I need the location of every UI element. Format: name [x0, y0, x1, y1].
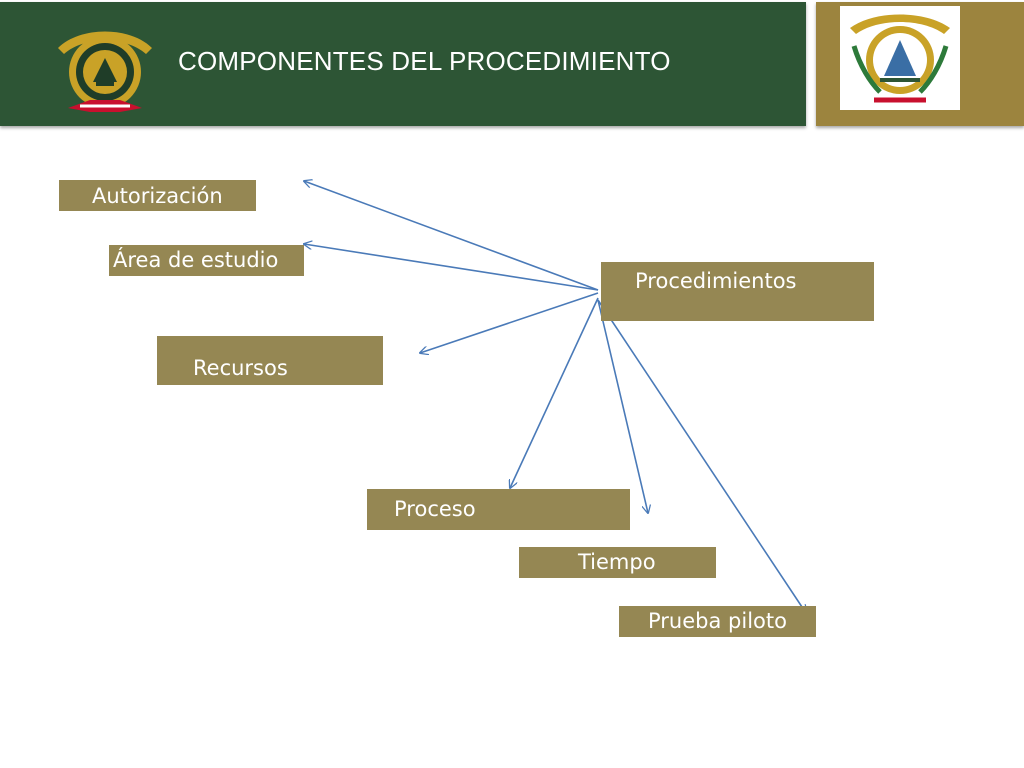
recursos-label: Recursos	[193, 356, 288, 380]
coat-of-arms-icon	[58, 31, 152, 112]
box-procedimientos: Procedimientos	[601, 262, 874, 321]
tiempo-label: Tiempo	[578, 550, 656, 574]
arrow-to-prueba-piloto	[597, 299, 806, 613]
arrow-to-autorizacion	[304, 181, 599, 291]
procedimientos-label: Procedimientos	[635, 269, 797, 293]
box-recursos: Recursos	[157, 336, 383, 385]
proceso-label: Proceso	[394, 497, 476, 521]
header-bar: COMPONENTES DEL PROCEDIMIENTO	[0, 2, 806, 126]
university-seal-icon	[850, 14, 950, 103]
arrow-to-tiempo	[597, 299, 648, 513]
area-de-estudio-label: Área de estudio	[113, 248, 279, 272]
box-tiempo: Tiempo	[519, 547, 716, 578]
arrow-to-proceso	[510, 297, 599, 488]
arrow-to-area-de-estudio	[304, 244, 599, 291]
arrow-to-recursos	[420, 292, 599, 353]
page-title: COMPONENTES DEL PROCEDIMIENTO	[178, 46, 671, 76]
prueba-piloto-label: Prueba piloto	[648, 609, 787, 633]
box-proceso: Proceso	[367, 489, 630, 530]
box-autorizacion: Autorización	[59, 180, 256, 211]
box-prueba-piloto: Prueba piloto	[619, 606, 816, 637]
autorizacion-label: Autorización	[92, 184, 223, 208]
university-seal-container	[840, 6, 960, 110]
box-area-de-estudio: Área de estudio	[109, 245, 304, 276]
